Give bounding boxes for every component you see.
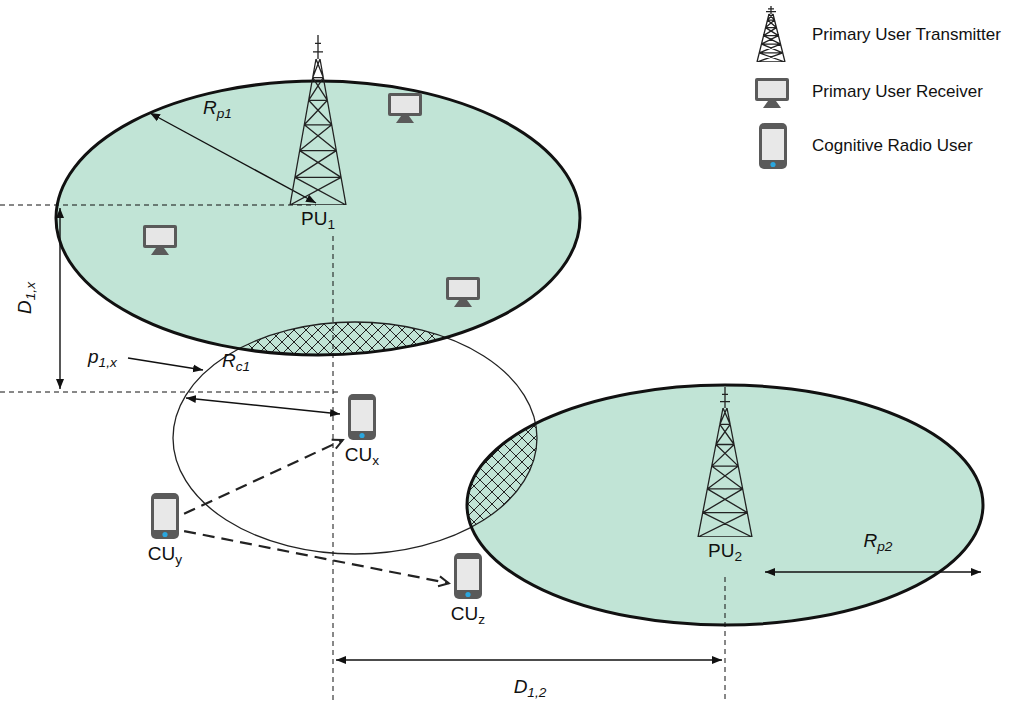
text-subscript: c1: [236, 359, 250, 374]
text-base: p: [88, 346, 99, 367]
receiver-icon: [388, 93, 422, 123]
radius-arrow: [186, 398, 340, 414]
text-subscript: 1,x: [23, 282, 38, 300]
text-subscript: 2: [734, 549, 742, 564]
reference-line: [725, 577, 726, 703]
text-base: D: [514, 676, 528, 697]
phone-button: [359, 433, 364, 438]
node-label: CUx: [345, 444, 379, 468]
text-base: CU: [345, 444, 372, 465]
receiver-icon: [143, 225, 177, 255]
text-base: R: [864, 530, 878, 551]
dimension-label: D1,2: [514, 676, 547, 700]
text-subscript: y: [175, 552, 182, 567]
radius-label: Rc1: [222, 350, 250, 374]
reference-line: [0, 392, 338, 393]
phone-screen: [762, 129, 784, 160]
text-base: D: [14, 300, 35, 314]
cognitive-user-node: CUy: [146, 490, 184, 569]
cognitive-user-node: CUz: [449, 550, 487, 629]
coverage-area: [56, 81, 580, 355]
node-label: PU1: [289, 208, 347, 232]
text-base: CU: [148, 543, 175, 564]
phone-button: [162, 532, 167, 537]
legend-text: Primary User Receiver: [812, 82, 983, 102]
monitor-icon: [754, 77, 790, 109]
dashed-arrow: [184, 440, 343, 514]
phone-icon: [347, 393, 377, 441]
legend-sample: [756, 6, 786, 66]
text-subscript: 1: [327, 217, 335, 232]
tower-icon: [697, 387, 753, 537]
transmitter-node: PU1: [287, 33, 349, 234]
dashed-arrow: [184, 531, 449, 583]
phone-body: [454, 553, 482, 599]
tower-lattice: [290, 35, 346, 205]
tower-lattice: [698, 387, 752, 537]
monitor-stand: [763, 101, 781, 108]
dimension-arrow: [59, 208, 60, 389]
leader-arrow: [128, 358, 203, 370]
text-base: R: [222, 350, 236, 371]
node-label: CUz: [451, 603, 485, 627]
monitor-screen: [758, 81, 786, 98]
text-subscript: x: [372, 453, 379, 468]
text-subscript: p2: [877, 539, 892, 554]
text-base: PU: [708, 540, 734, 561]
tower-icon: [756, 6, 786, 62]
phone-screen: [457, 559, 479, 590]
text-base: PU: [301, 208, 327, 229]
transmitter-node: PU2: [695, 385, 755, 566]
phone-button: [770, 162, 775, 167]
legend-sample: [754, 77, 790, 113]
phone-icon: [758, 122, 788, 170]
coverage-border: [56, 81, 580, 355]
phone-screen: [351, 400, 373, 431]
radius-arrow: [765, 571, 981, 572]
radius-label: Rp2: [864, 530, 893, 554]
dimension-label: D1,x: [14, 282, 38, 314]
phone-screen: [154, 499, 176, 530]
tower-lattice: [757, 6, 785, 62]
monitor-frame: [755, 78, 789, 101]
phone-button: [465, 592, 470, 597]
reference-line: [333, 236, 334, 703]
phone-icon: [150, 492, 180, 540]
reference-line: [0, 205, 316, 206]
node-label: PU2: [697, 540, 753, 564]
text-subscript: z: [478, 612, 485, 627]
phone-body: [151, 493, 179, 539]
cognitive-user-node: CUx: [343, 391, 381, 470]
text-base: R: [203, 97, 217, 118]
dimension-arrow: [336, 659, 722, 660]
radius-label: Rp1: [203, 97, 232, 121]
text-subscript: 1,x: [99, 355, 117, 370]
legend-text: Cognitive Radio User: [812, 136, 973, 156]
legend-sample: [758, 122, 788, 174]
text-subscript: 1,2: [527, 685, 546, 700]
receiver-icon: [446, 277, 480, 307]
overlap-hatch: [173, 322, 537, 554]
tower-icon: [289, 35, 347, 205]
cognitive-range: [173, 322, 537, 554]
legend-text: Primary User Transmitter: [812, 25, 1001, 45]
overlap-hatch: [173, 322, 537, 554]
phone-body: [348, 394, 376, 440]
radius-arrow: [150, 113, 316, 203]
text-base: CU: [451, 603, 478, 624]
text-subscript: p1: [217, 106, 232, 121]
node-label: CUy: [148, 543, 182, 567]
phone-body: [759, 123, 787, 169]
phone-icon: [453, 552, 483, 600]
point-label: p1,x: [88, 346, 117, 370]
